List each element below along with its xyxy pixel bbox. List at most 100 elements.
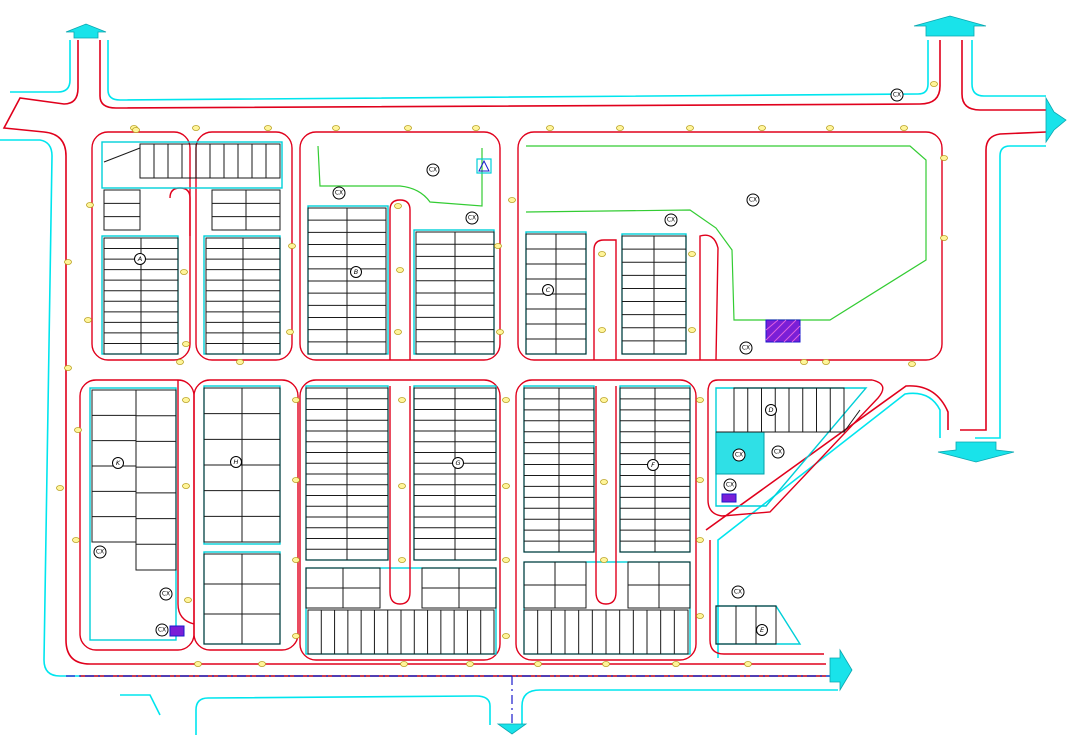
block-label-G: G	[452, 457, 464, 469]
lamp-icon	[744, 661, 752, 667]
lamp-icon	[494, 243, 502, 249]
utility-tag: CX	[739, 341, 753, 355]
block-G	[299, 379, 501, 661]
svg-text:CX: CX	[429, 167, 437, 174]
lamp-icon	[472, 125, 480, 131]
svg-text:CX: CX	[158, 627, 166, 634]
lamp-icon	[56, 485, 64, 491]
lot-grid	[413, 387, 497, 561]
lamp-icon	[292, 477, 300, 483]
parking-hatch-icon	[765, 319, 801, 343]
lot-row	[715, 605, 777, 645]
fountain-icon	[476, 158, 492, 174]
lamp-icon	[396, 267, 404, 273]
lamp-icon	[258, 661, 266, 667]
svg-text:CX: CX	[735, 452, 743, 459]
svg-text:CX: CX	[96, 549, 104, 556]
lot-grid	[523, 561, 587, 609]
svg-text:CX: CX	[774, 449, 782, 456]
lamp-icon	[292, 397, 300, 403]
lamp-icon	[672, 661, 680, 667]
block-K	[79, 379, 299, 651]
utility-tag: CX	[155, 623, 169, 637]
lamp-icon	[184, 597, 192, 603]
lamp-icon	[64, 259, 72, 265]
lamp-icon	[800, 359, 808, 365]
block-label-D: D	[765, 404, 777, 416]
lot-row	[523, 609, 689, 655]
lamp-icon	[398, 557, 406, 563]
lot-row	[139, 143, 281, 179]
utility-tag: CX	[771, 445, 785, 459]
block-label-text: H	[234, 458, 239, 466]
block-D	[707, 379, 884, 517]
utility-tag: CX	[723, 478, 737, 492]
lamp-icon	[84, 317, 92, 323]
lamp-icon	[696, 537, 704, 543]
utility-tag: CX	[465, 211, 479, 225]
lot-grid	[305, 387, 389, 561]
outer-road-cyan	[0, 40, 1046, 735]
utility-tag: CX	[159, 587, 173, 601]
lot-grid	[203, 553, 281, 645]
lamp-icon	[182, 341, 190, 347]
svg-text:CX: CX	[335, 190, 343, 197]
utility-tag: CX	[746, 193, 760, 207]
utility-tag: CX	[731, 585, 745, 599]
lamp-icon	[600, 479, 608, 485]
street-lamps	[56, 81, 948, 667]
arrow-icon	[937, 441, 1015, 463]
lamp-icon	[180, 269, 188, 275]
utility-tag: CX	[732, 448, 746, 462]
lamp-icon	[194, 661, 202, 667]
lamp-icon	[288, 243, 296, 249]
lamp-icon	[394, 329, 402, 335]
block-F	[515, 379, 697, 661]
lot-grid	[305, 567, 381, 609]
lamp-icon	[598, 251, 606, 257]
block-label-A: A	[134, 253, 146, 265]
lamp-icon	[176, 359, 184, 365]
lamp-icon	[600, 557, 608, 563]
lamp-icon	[688, 251, 696, 257]
utility-tag: CX	[93, 545, 107, 559]
entry-arrows	[65, 15, 1067, 735]
lamp-icon	[502, 557, 510, 563]
arrow-icon	[1045, 96, 1067, 144]
lamp-icon	[696, 477, 704, 483]
lamp-icon	[940, 155, 948, 161]
lamp-icon	[292, 557, 300, 563]
utility-tag: CX	[426, 163, 440, 177]
parking-hatch-icon	[169, 625, 185, 637]
lot-grid	[307, 207, 387, 355]
block-label-text: K	[116, 459, 121, 467]
lamp-icon	[758, 125, 766, 131]
block-label-B: B	[350, 266, 362, 278]
lamp-icon	[696, 397, 704, 403]
arrow-icon	[913, 15, 987, 37]
parking-hatch-icon	[721, 493, 737, 503]
lamp-icon	[404, 125, 412, 131]
block-label-text: C	[546, 286, 551, 294]
lamp-icon	[332, 125, 340, 131]
lamp-icon	[394, 203, 402, 209]
svg-text:CX: CX	[468, 215, 476, 222]
svg-text:CX: CX	[734, 589, 742, 596]
block-label-text: G	[455, 459, 460, 467]
utility-tag: CX	[890, 88, 904, 102]
lamp-icon	[900, 125, 908, 131]
block-label-H: H	[230, 456, 242, 468]
block-label-E: E	[756, 624, 768, 636]
road-center-axis	[66, 675, 832, 728]
lamp-icon	[400, 661, 408, 667]
lot-grid	[415, 231, 495, 355]
utility-tag: CX	[332, 186, 346, 200]
lot-grid	[525, 233, 587, 355]
lamp-icon	[502, 397, 510, 403]
lamp-icon	[182, 397, 190, 403]
lamp-icon	[930, 81, 938, 87]
block-label-C: C	[542, 284, 554, 296]
lot-grid	[619, 387, 691, 553]
utility-tag: CX	[664, 213, 678, 227]
